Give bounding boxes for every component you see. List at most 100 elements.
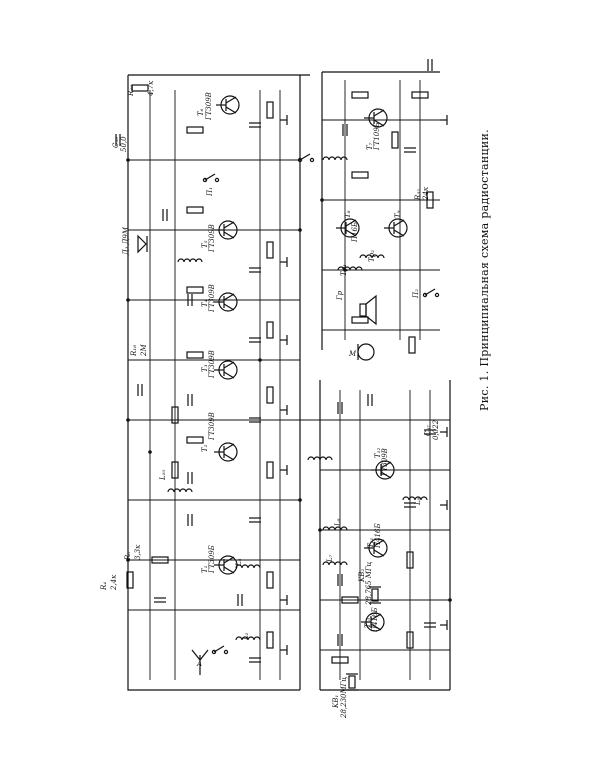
label-kv1: KB₁: [332, 695, 340, 709]
junction-7: [318, 528, 322, 532]
transistor-emitter: [345, 229, 357, 237]
switch-contact: [297, 157, 303, 163]
label-l10: L₁₀: [159, 470, 167, 481]
ground-2: [280, 335, 288, 345]
switch-p3: [211, 645, 229, 655]
transistor-collector: [223, 556, 235, 564]
capacitor-11: [187, 514, 193, 526]
resistor-12: [266, 571, 274, 589]
junction-1: [126, 298, 130, 302]
switch-arm: [204, 173, 216, 181]
diode-d1: [137, 234, 148, 254]
label-t12-type: ГТ309В: [381, 448, 389, 477]
resistor-26: [171, 406, 179, 424]
transistor-t6: [216, 95, 240, 115]
label-switch-p1: П₁: [206, 187, 214, 197]
label-r4: R₄: [100, 582, 108, 591]
speaker-magnet: [359, 303, 367, 317]
label-t4: T₄: [201, 299, 209, 307]
resistor-14: [266, 631, 274, 649]
switch-contact: [202, 177, 208, 183]
capacitor-18: [337, 574, 343, 586]
capacitor-5: [249, 337, 261, 343]
capacitor-16: [424, 429, 436, 435]
switch-contact: [309, 157, 315, 163]
transistor-collector: [223, 443, 235, 451]
transistor-collector: [223, 221, 235, 229]
label-r8-value: 3,3к: [134, 544, 142, 560]
junction-0: [126, 158, 130, 162]
label-tr1: Тр₁: [340, 264, 348, 276]
transistor-collector: [223, 293, 235, 301]
junction-8: [448, 598, 452, 602]
label-t11: T₁₁: [367, 538, 375, 548]
transistor-t10: [361, 612, 385, 632]
label-t2-type: ГТ309В: [208, 412, 216, 441]
transistor-collector: [373, 539, 385, 547]
resistor-16: [411, 91, 429, 99]
capacitor-9: [187, 472, 193, 484]
resistor-3: [186, 206, 204, 214]
resistor-18: [426, 191, 434, 209]
ground-3: [280, 405, 288, 415]
transistor-emitter: [225, 106, 237, 114]
figure-caption: Рис. 1. Принципиальная схема радиостанци…: [478, 129, 491, 411]
label-t12: T₁₂: [374, 448, 382, 458]
switch-contact: [223, 649, 229, 655]
transistor-collector: [225, 96, 237, 104]
capacitor-14: [249, 657, 261, 663]
transistor-emitter: [223, 371, 235, 379]
junction-10: [148, 450, 152, 454]
ground-1: [280, 257, 288, 267]
crystal-body: [348, 675, 356, 689]
capacitor-20: [337, 634, 343, 646]
transistor-t2: [214, 442, 238, 462]
transistor-t9: [384, 218, 408, 238]
diode-triangle: [137, 234, 147, 254]
resistor-10: [266, 461, 274, 479]
ground-6: [280, 645, 288, 655]
ground-0: [280, 115, 288, 125]
capacitor-21: [424, 622, 436, 628]
resistor-5: [186, 286, 204, 294]
transistor-emitter: [223, 303, 235, 311]
transistor-emitter: [373, 119, 385, 127]
resistor-8: [266, 386, 274, 404]
resistor-7: [186, 351, 204, 359]
label-switch-p2: П₂: [412, 289, 420, 299]
label-t1: T₁: [201, 565, 209, 573]
resistor-9: [186, 436, 204, 444]
resistor-0: [131, 84, 149, 92]
resistor-27: [171, 461, 179, 479]
capacitor-3: [249, 267, 261, 273]
switch-contact: [434, 292, 440, 298]
capacitor-0: [115, 134, 121, 146]
label-r40: R₄₀: [127, 85, 135, 97]
label-antenna: A: [196, 660, 202, 668]
junction-9: [258, 358, 262, 362]
schematic-components: [115, 59, 452, 691]
capacitor-8: [249, 417, 261, 423]
label-c39: C₃₉: [112, 137, 120, 148]
resistor-4: [266, 241, 274, 259]
resistor-19: [351, 171, 369, 179]
antenna-head: [191, 649, 209, 661]
label-c37-value: 0,022: [432, 419, 440, 440]
transistor-emitter: [380, 471, 392, 479]
junction-11: [343, 268, 347, 272]
label-t6-type: ГТ309В: [205, 92, 213, 121]
transistor-emitter: [370, 623, 382, 631]
label-microphone: M: [348, 350, 357, 358]
label-r32: R₃₂: [414, 189, 422, 201]
junction-2: [126, 418, 130, 422]
label-t5: T₅: [201, 240, 209, 248]
transistor-t7: [364, 108, 388, 128]
inductor-tr2: [359, 254, 385, 259]
label-d1: Д₁ Д9М: [122, 226, 130, 256]
capacitor-2: [162, 209, 168, 221]
switch-arm: [424, 288, 436, 296]
resistor-24: [406, 631, 414, 649]
label-r18-value: 2М: [140, 344, 148, 357]
transistor-collector: [370, 613, 382, 621]
